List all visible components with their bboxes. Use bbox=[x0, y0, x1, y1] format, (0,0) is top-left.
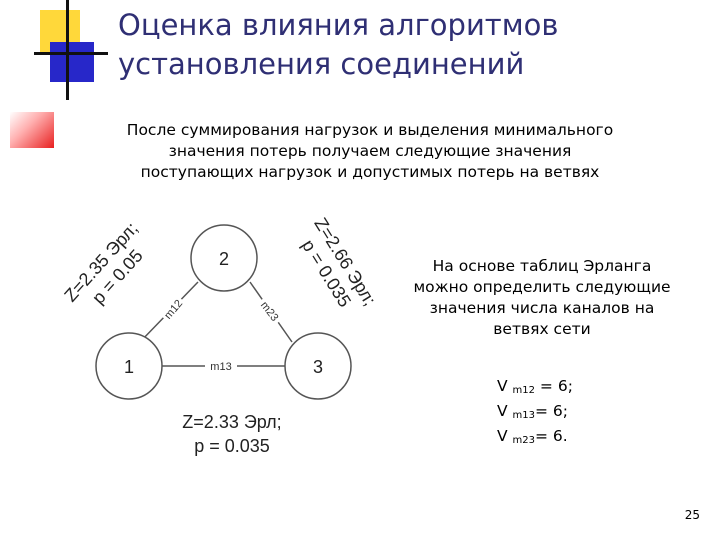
node-1-label: 1 bbox=[124, 357, 134, 377]
channel-count-m13: V m13= 6; bbox=[497, 402, 568, 421]
horizontal-line-decoration bbox=[34, 52, 108, 55]
vertical-line-decoration bbox=[66, 0, 69, 100]
bottom-edge-loss-label: p = 0.035 bbox=[194, 436, 270, 456]
node-2 bbox=[190, 224, 258, 292]
node-2-label: 2 bbox=[219, 249, 229, 269]
erlang-note-line-3: значения числа каналов на bbox=[429, 299, 655, 317]
intro-line-3: поступающих нагрузок и допустимых потерь… bbox=[140, 163, 600, 181]
slide-title-line-1: Оценка влияния алгоритмов bbox=[118, 8, 559, 42]
intro-line-1: После суммирования нагрузок и выделения … bbox=[126, 121, 614, 139]
page-number: 25 bbox=[684, 508, 700, 522]
node-3-label: 3 bbox=[313, 357, 323, 377]
channel-count-m23: V m23= 6. bbox=[497, 427, 568, 446]
node-3 bbox=[284, 332, 352, 400]
edge-m13-label: m13 bbox=[210, 361, 231, 373]
erlang-note: На основе таблиц Эрланга можно определит… bbox=[392, 256, 692, 340]
erlang-note-line-2: можно определить следующие bbox=[413, 278, 671, 296]
node-1 bbox=[95, 332, 163, 400]
slide-title: Оценка влияния алгоритмов установления с… bbox=[118, 6, 678, 84]
edge-m13-label-bg bbox=[205, 358, 237, 374]
red-gradient-square-decoration bbox=[10, 112, 54, 148]
intro-paragraph: После суммирования нагрузок и выделения … bbox=[70, 120, 670, 183]
intro-line-2: значения потерь получаем следующие значе… bbox=[168, 142, 572, 160]
erlang-note-line-4: ветвях сети bbox=[493, 320, 591, 338]
edge-m23-label-bg bbox=[254, 294, 286, 328]
erlang-note-line-1: На основе таблиц Эрланга bbox=[432, 257, 652, 275]
edge-m12-label-bg bbox=[157, 293, 189, 325]
channel-counts: V m12 = 6; V m13= 6; V m23= 6. bbox=[497, 376, 697, 451]
bottom-edge-load-label: Z=2.33 Эрл; bbox=[182, 412, 281, 432]
slide-title-line-2: установления соединений bbox=[118, 47, 525, 81]
blue-square-decoration bbox=[50, 42, 94, 82]
channel-count-m12: V m12 = 6; bbox=[497, 377, 573, 396]
